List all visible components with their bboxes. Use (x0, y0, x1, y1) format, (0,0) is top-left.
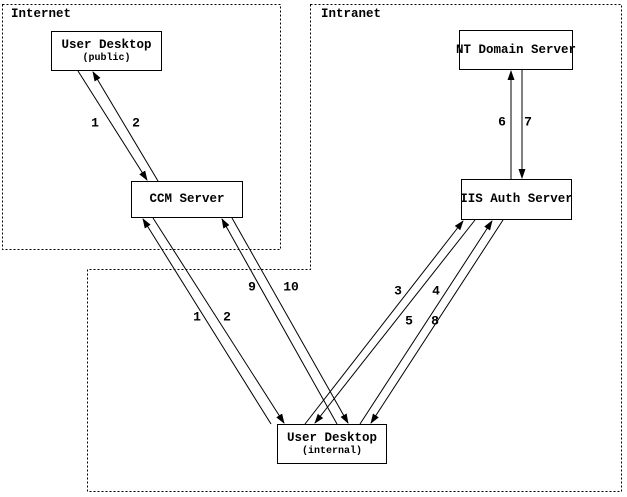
node-title: User Desktop (286, 431, 377, 445)
flow-line-2-ccm-to-public (92, 71, 159, 182)
step-label-1-public: 1 (91, 115, 99, 131)
step-label-2-public: 2 (132, 115, 140, 131)
node-ccm-server: CCM Server (131, 181, 243, 218)
step-label-10: 10 (283, 279, 299, 295)
node-user-desktop-public: User Desktop (public) (51, 31, 162, 71)
flow-line-5-internal-to-iis (359, 220, 493, 425)
node-subtitle: (public) (82, 53, 131, 64)
node-user-desktop-internal: User Desktop (internal) (277, 424, 387, 464)
internet-zone-outline (2, 4, 281, 250)
step-label-3: 3 (394, 283, 402, 299)
step-label-9: 9 (248, 279, 256, 295)
step-label-8: 8 (431, 313, 439, 329)
step-label-7: 7 (524, 114, 532, 130)
flow-line-3-internal-to-iis (304, 220, 464, 425)
node-nt-domain-server: NT Domain Server (455, 30, 577, 70)
node-title: NT Domain Server (455, 42, 577, 57)
node-subtitle: (internal) (301, 446, 362, 457)
flow-line-8-iis-to-internal (370, 219, 504, 424)
intranet-zone-outline (87, 4, 622, 492)
flow-line-2-ccm-to-internal (152, 217, 285, 424)
node-title: User Desktop (61, 38, 152, 52)
flow-line-1-internal-to-ccm (142, 218, 272, 425)
node-title: CCM Server (149, 192, 225, 206)
node-iis-auth-server: IIS Auth Server (460, 179, 573, 220)
step-label-1-internal: 1 (193, 309, 201, 325)
step-label-4: 4 (432, 283, 440, 299)
zone-label-intranet: Intranet (321, 7, 382, 21)
flow-line-1-public-to-ccm (77, 70, 148, 181)
flow-line-9-internal-to-ccm (221, 218, 338, 425)
step-label-5: 5 (405, 313, 413, 329)
flow-line-4-iis-to-internal (314, 219, 476, 424)
zone-label-internet: Internet (11, 7, 72, 21)
step-label-6: 6 (498, 114, 506, 130)
step-label-2-internal: 2 (223, 309, 231, 325)
flow-line-10-ccm-to-internal (231, 217, 349, 424)
node-title: IIS Auth Server (460, 192, 573, 206)
